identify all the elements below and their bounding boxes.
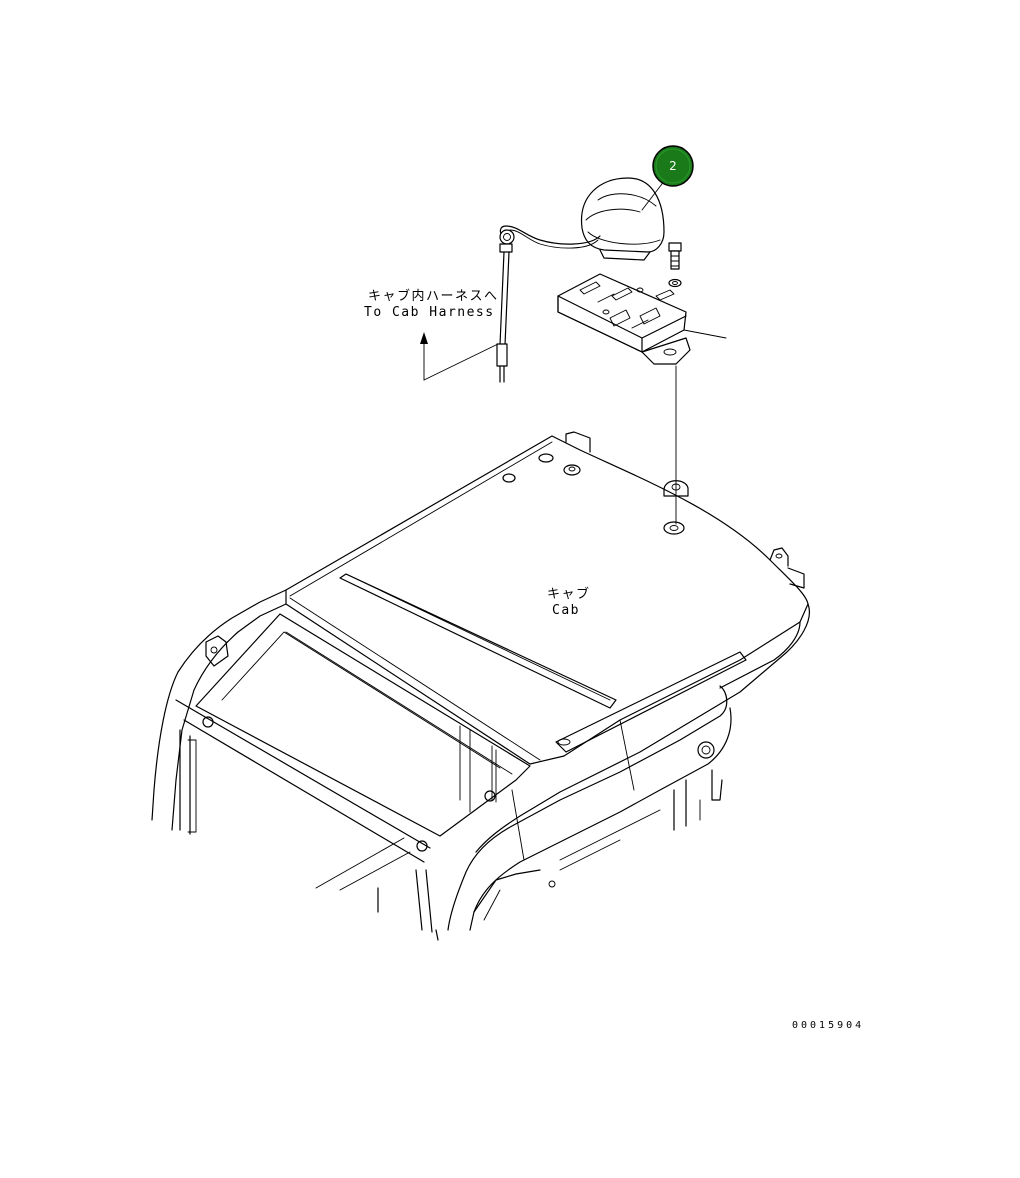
harness-label-jp: キャブ内ハーネスへ [368,288,499,304]
washer [668,278,682,288]
lamp-wire [499,225,601,249]
cab-label-en: Cab [552,603,580,618]
callout-2[interactable]: 2 [652,145,694,187]
document-number: 00015904 [792,1020,864,1031]
bolt [668,242,682,270]
harness-label-en: To Cab Harness [364,305,495,320]
mounting-bracket [557,273,727,365]
callout-2-number: 2 [669,159,677,173]
harness-connector [420,229,515,383]
beacon-lamp [580,177,666,261]
cab-body [151,431,810,941]
callout-2-circle[interactable] [652,145,694,187]
cab-label-jp: キャブ [547,586,591,602]
